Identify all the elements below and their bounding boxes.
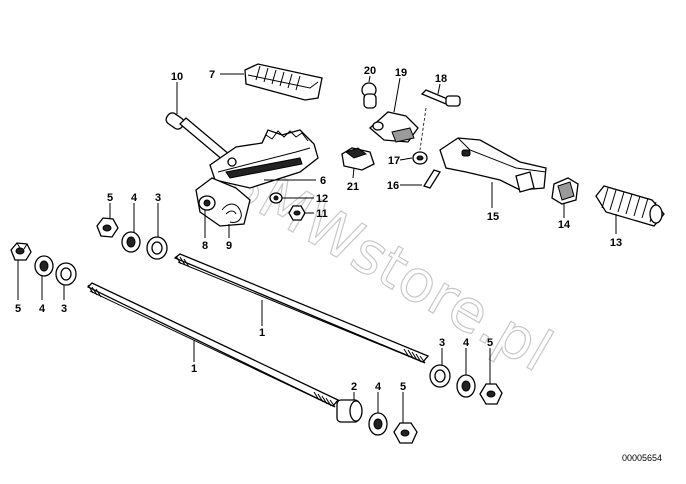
label-part-4c: 4	[463, 337, 470, 349]
label-part-3c: 3	[439, 337, 445, 349]
rod-lower	[86, 282, 340, 408]
label-part-7: 7	[209, 69, 215, 81]
label-part-4a: 4	[131, 192, 138, 204]
pedal-7	[244, 63, 323, 101]
label-part-6: 6	[320, 175, 326, 187]
label-part-2: 2	[351, 381, 357, 393]
label-part-17: 17	[388, 155, 400, 167]
label-part-10: 10	[171, 71, 183, 83]
washer-right	[456, 374, 476, 398]
washer-left-lower	[34, 255, 54, 277]
washer-bottom	[368, 412, 388, 436]
bushing-bottom	[336, 399, 363, 423]
guide-line	[419, 107, 427, 151]
screw-18	[420, 89, 461, 107]
ring-left-lower	[55, 262, 77, 286]
nut-right	[479, 383, 503, 405]
clip-14	[551, 177, 579, 205]
label-part-1b: 1	[191, 363, 197, 375]
nut-11	[288, 205, 306, 221]
washer-left-upper	[121, 231, 141, 253]
label-part-4b: 4	[39, 303, 46, 315]
label-part-19: 19	[395, 67, 407, 79]
label-part-3b: 3	[61, 303, 67, 315]
knob-20	[361, 82, 377, 109]
bracket-6	[209, 129, 319, 189]
leader-lines	[17, 73, 617, 423]
rod-upper	[173, 253, 430, 364]
label-part-5d: 5	[400, 381, 406, 393]
label-part-15: 15	[487, 211, 499, 223]
nut-left-lower	[10, 242, 32, 261]
rubber-13	[595, 185, 665, 227]
label-part-21: 21	[347, 181, 359, 193]
reference-number: 00005654	[622, 453, 662, 463]
bushing-21	[341, 147, 375, 171]
bracket-19	[369, 111, 419, 143]
label-part-5c: 5	[487, 337, 493, 349]
label-part-18: 18	[435, 73, 447, 85]
part-labels: 10 7 20 19 18 17 21 16 15 14 13 6 12 11 …	[15, 65, 622, 393]
label-part-13: 13	[610, 237, 622, 249]
label-part-5b: 5	[15, 303, 21, 315]
footrest-arm-15	[439, 137, 547, 193]
label-part-14: 14	[558, 219, 571, 231]
label-part-20: 20	[364, 65, 376, 77]
label-part-16: 16	[387, 180, 399, 192]
label-part-1a: 1	[259, 327, 265, 339]
washer-12	[269, 192, 283, 204]
washer-17	[412, 151, 428, 165]
label-part-12: 12	[316, 193, 328, 205]
label-part-5a: 5	[107, 192, 113, 204]
nut-left-upper	[96, 217, 119, 238]
ring-left-upper	[146, 236, 168, 260]
label-part-9: 9	[226, 240, 232, 252]
label-part-3a: 3	[155, 192, 161, 204]
label-part-8: 8	[202, 240, 208, 252]
ring-right	[429, 364, 451, 388]
nut-bottom	[393, 422, 418, 444]
pin-16	[423, 169, 441, 189]
label-part-11: 11	[316, 208, 328, 220]
label-part-4d: 4	[375, 381, 382, 393]
spring-bracket	[195, 177, 251, 227]
